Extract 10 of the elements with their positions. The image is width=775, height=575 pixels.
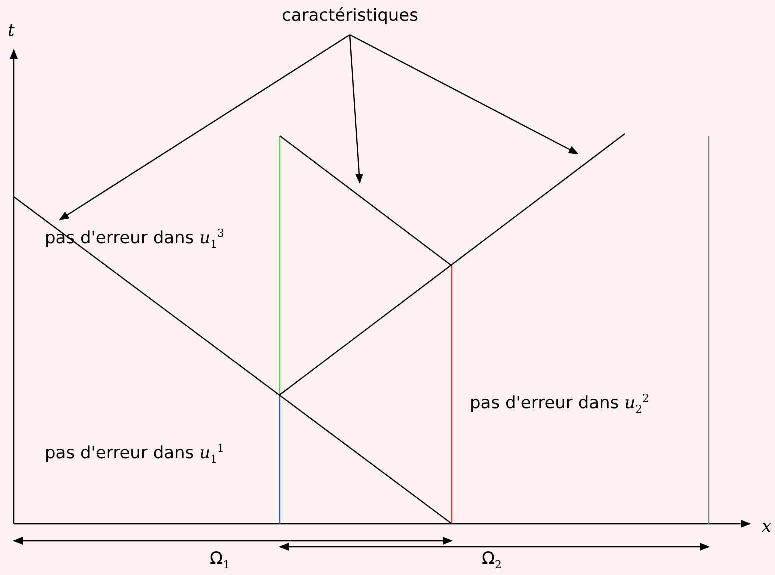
leader-line (350, 34, 579, 155)
callout-text: caractéristiques (282, 7, 418, 26)
leader-line (349, 34, 364, 184)
characteristic-line (280, 134, 626, 396)
domain-label: Ω$_{1}$ (210, 550, 230, 572)
axis-label: t (8, 22, 15, 41)
characteristic-line (14, 196, 452, 524)
domain-label: Ω$_{2}$ (482, 550, 502, 572)
axis-label: x (762, 518, 772, 537)
leader-line (59, 34, 350, 221)
